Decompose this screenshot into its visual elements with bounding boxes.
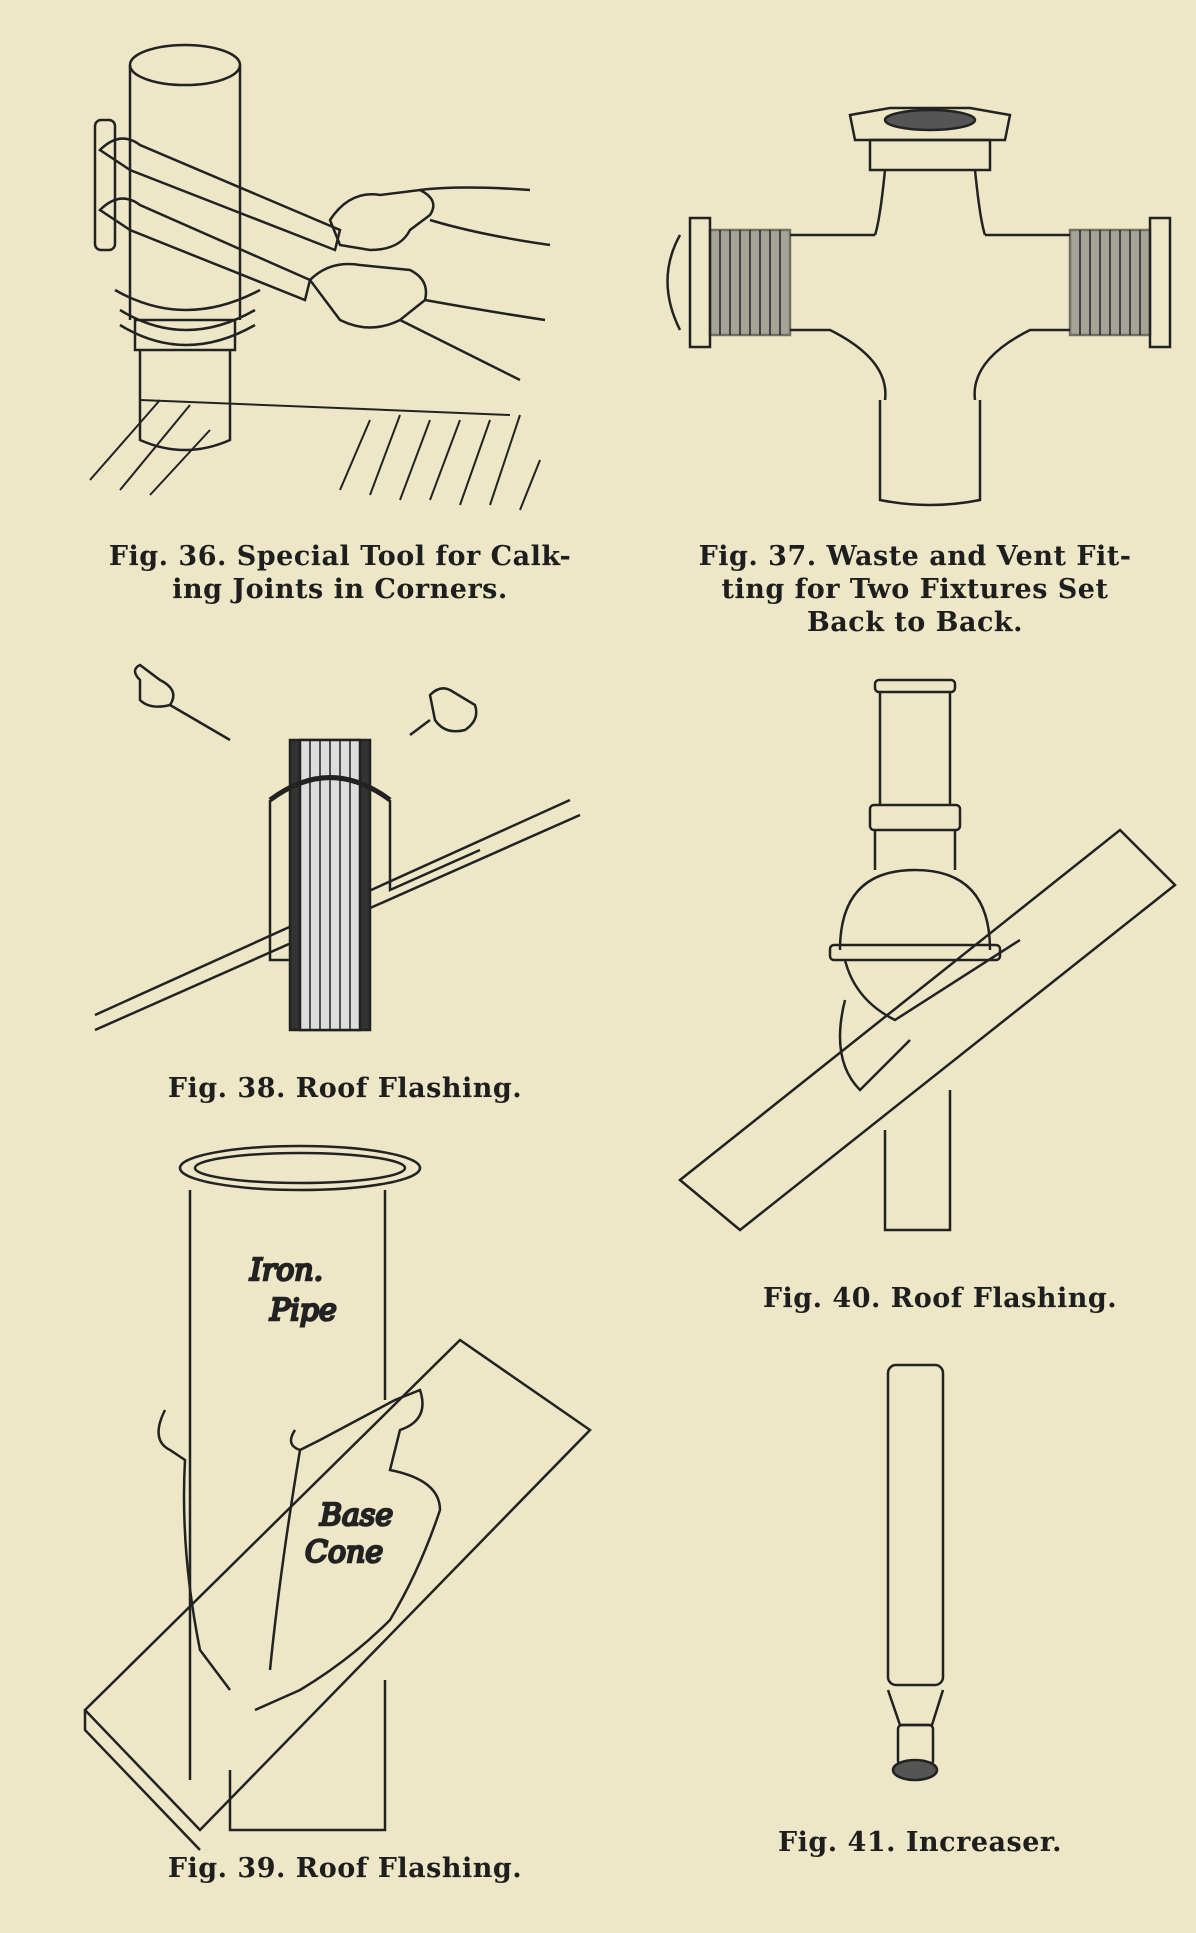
label-iron: Iron.: [249, 1253, 323, 1288]
waste-vent-fitting-illustration: [650, 100, 1180, 520]
caption-fig-39: Fig. 39. Roof Flashing.: [167, 1853, 523, 1884]
caption-fig-37: Fig. 37. Waste and Vent Fit- ting for Tw…: [698, 541, 1132, 638]
figure-36: [80, 20, 560, 520]
figure-40: [680, 670, 1180, 1230]
caption-fig-38: Fig. 38. Roof Flashing.: [167, 1073, 523, 1104]
caption-fig-36: Fig. 36. Special Tool for Calk- ing Join…: [108, 541, 572, 605]
roof-flashing-fig39-illustration: Iron. Pipe Base Cone: [80, 1150, 610, 1830]
label-pipe: Pipe: [269, 1293, 337, 1328]
figure-41: [860, 1360, 980, 1800]
figure-37: [650, 100, 1180, 520]
label-cone: Cone: [305, 1535, 383, 1570]
increaser-illustration: [860, 1360, 980, 1800]
figure-39: Iron. Pipe Base Cone: [80, 1150, 610, 1830]
roof-flashing-section-illustration: [90, 660, 600, 1030]
caption-fig-41: Fig. 41. Increaser.: [777, 1827, 1063, 1858]
caption-fig-40: Fig. 40. Roof Flashing.: [762, 1283, 1118, 1314]
calking-tool-illustration: [80, 20, 560, 520]
roof-flashing-fig40-illustration: [680, 670, 1180, 1230]
label-base: Base: [319, 1498, 393, 1533]
figure-38: [90, 660, 600, 1030]
